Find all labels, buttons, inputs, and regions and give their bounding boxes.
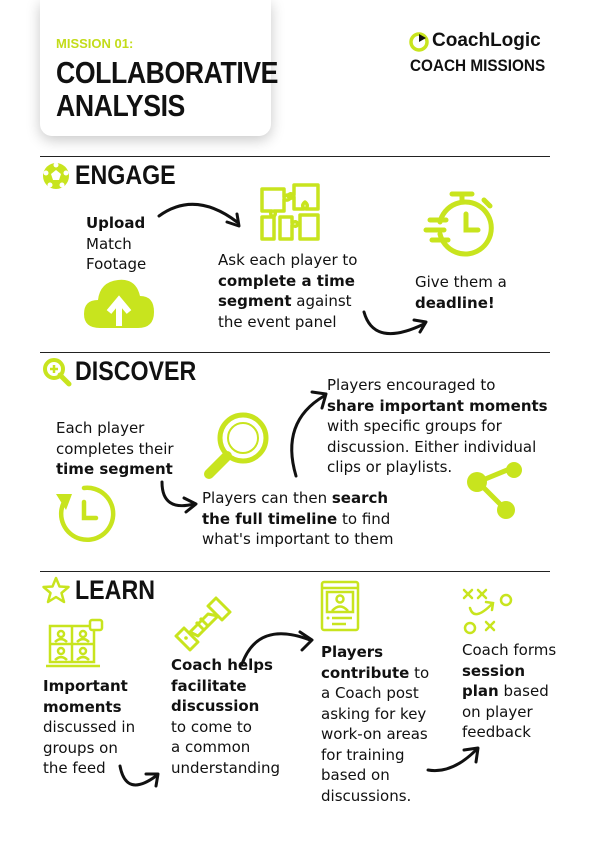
learn-step2-text: Coach helps facilitate discussion to com… — [171, 655, 280, 778]
page-title: COLLABORATIVE ANALYSIS — [56, 56, 278, 122]
page-title-line2: ANALYSIS — [56, 88, 185, 123]
learn-step4-bold2: plan — [462, 682, 499, 700]
learn-step3-bold1: Players — [321, 643, 384, 661]
arrow-connector — [118, 764, 160, 788]
discover-step2-rest: to find — [337, 509, 391, 528]
learn-step4-rest3: based — [498, 682, 549, 700]
divider-engage — [40, 156, 550, 157]
learn-step3-line8: discussions. — [321, 786, 412, 805]
divider-discover — [40, 352, 550, 353]
learn-step2-bold3: discussion — [171, 697, 260, 715]
puzzle-icon — [260, 183, 320, 241]
arrow-connector — [240, 630, 314, 666]
learn-step1-bold2: moments — [43, 697, 122, 716]
learn-step2-line4: to come to — [171, 717, 252, 736]
learn-step4-line1: Coach forms — [462, 641, 557, 659]
learn-step4-text: Coach forms session plan based on player… — [462, 640, 556, 743]
engage-step1-line2: Match — [86, 234, 132, 253]
engage-step1-text: Upload Match Footage — [86, 213, 146, 275]
engage-step1-bold: Upload — [86, 214, 146, 232]
coachlogic-logo-icon — [409, 32, 429, 52]
learn-step1-text: Important moments discussed in groups on… — [43, 676, 135, 779]
discover-step1-line1: Each player — [56, 419, 145, 437]
brand-name: CoachLogic — [432, 30, 541, 51]
learn-step1-line5: the feed — [43, 759, 106, 777]
star-icon — [42, 576, 70, 604]
soccer-ball-icon — [43, 162, 69, 189]
magnifier-plus-icon — [43, 358, 72, 387]
learn-step3-rest2: to — [409, 663, 430, 682]
discover-step3-text: Players encouraged to share important mo… — [327, 375, 548, 478]
share-icon — [467, 462, 522, 519]
cloud-upload-icon — [84, 279, 154, 328]
discover-step1-line2: completes their — [56, 439, 174, 458]
learn-step3-line3: a Coach post — [321, 684, 419, 702]
discover-step2-line3: what's important to them — [202, 530, 394, 548]
learn-step2-line5: a common — [171, 738, 251, 756]
engage-step3-bold: deadline! — [415, 293, 495, 312]
discover-step2-bold1: search — [331, 489, 389, 507]
discover-step3-line1: Players encouraged to — [327, 376, 496, 394]
tactics-play-icon — [462, 588, 513, 635]
section-title-discover: DISCOVER — [75, 356, 197, 386]
title-card — [40, 0, 271, 136]
discover-step3-bold: share important moments — [327, 396, 548, 415]
learn-step4-bold1: session — [462, 661, 526, 680]
discover-step2-text: Players can then search the full timelin… — [202, 488, 393, 550]
mission-label: MISSION 01: — [56, 36, 134, 51]
section-title-learn: LEARN — [75, 575, 155, 605]
learn-step1-line4: groups on — [43, 738, 118, 757]
learn-step2-bold1: Coach helps — [171, 656, 273, 674]
discover-step3-line3: with specific groups for — [327, 417, 502, 435]
learn-step3-bold2: contribute — [321, 663, 410, 682]
learn-step3-line4: asking for key — [321, 704, 427, 723]
learn-step1-line3: discussed in — [43, 718, 136, 736]
learn-step2-line6: understanding — [171, 758, 281, 777]
arrow-connector — [362, 310, 428, 336]
discover-step2-line1: Players can then — [202, 489, 332, 507]
arrow-connector — [290, 390, 328, 478]
engage-step3-line1: Give them a — [415, 273, 507, 291]
search-icon — [204, 412, 269, 479]
discover-step2-bold2: the full timeline — [202, 509, 338, 528]
arrow-connector — [160, 480, 198, 514]
discover-step1-bold: time segment — [56, 460, 173, 478]
learn-step3-line5: work-on areas — [321, 725, 428, 743]
discover-step1-text: Each player completes their time segment — [56, 418, 174, 480]
video-call-icon — [46, 618, 104, 668]
divider-learn — [40, 571, 550, 572]
engage-step2-rest: against — [291, 292, 352, 310]
engage-step2-line1: Ask each player to — [218, 251, 358, 269]
discover-step3-line5: clips or playlists. — [327, 458, 453, 476]
section-title-engage: ENGAGE — [75, 160, 176, 190]
engage-step3-text: Give them a deadline! — [415, 272, 507, 313]
handshake-icon — [174, 596, 232, 652]
engage-step2-bold2: segment — [218, 292, 292, 310]
arrow-connector — [426, 746, 480, 773]
learn-step4-line5: feedback — [462, 723, 531, 741]
brand-subtitle: COACH MISSIONS — [410, 56, 546, 75]
learn-step4-line4: on player — [462, 702, 533, 721]
stopwatch-icon — [423, 191, 494, 257]
clock-rewind-icon — [56, 485, 116, 543]
learn-step2-bold2: facilitate — [171, 676, 247, 695]
engage-step2-bold1: complete a time — [218, 271, 355, 290]
learn-step3-line7: based on — [321, 766, 390, 784]
engage-step2-line4: the event panel — [218, 312, 337, 331]
learn-step3-line6: for training — [321, 745, 405, 764]
engage-step2-text: Ask each player to complete a time segme… — [218, 250, 357, 332]
engage-step1-line3: Footage — [86, 255, 147, 273]
discover-step3-line4: discussion. Either individual — [327, 437, 537, 456]
arrow-connector — [157, 202, 241, 228]
learn-step1-bold1: Important — [43, 677, 128, 695]
learn-step3-text: Players contribute to a Coach post askin… — [321, 642, 429, 806]
page-title-line1: COLLABORATIVE — [56, 55, 279, 90]
profile-post-icon — [320, 580, 360, 632]
